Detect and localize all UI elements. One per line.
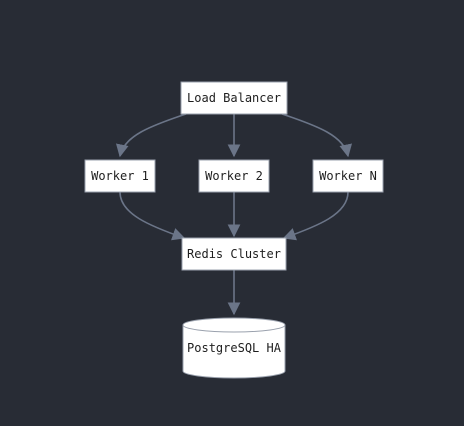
edge-wn-redis [282, 191, 349, 241]
node-box [198, 159, 270, 193]
node-box [180, 81, 288, 115]
node-label: Load Balancer [187, 91, 281, 105]
node-box [312, 159, 384, 193]
node-box [84, 159, 156, 193]
edge-lb-wn [281, 113, 353, 158]
node-worker-2: Worker 2 [198, 159, 270, 193]
node-box [181, 237, 287, 271]
edge-w1-redis [119, 191, 186, 241]
node-redis-cluster: Redis Cluster [181, 237, 287, 271]
node-label: PostgreSQL HA [187, 341, 282, 355]
node-load-balancer: Load Balancer [180, 81, 288, 115]
node-label: Worker N [319, 169, 377, 183]
edge-lb-w1 [115, 113, 187, 158]
node-postgresql-ha: PostgreSQL HA [182, 317, 286, 379]
node-worker-n: Worker N [312, 159, 384, 193]
node-label: Redis Cluster [187, 247, 281, 261]
node-label: Worker 1 [91, 169, 149, 183]
node-label: Worker 2 [205, 169, 263, 183]
node-worker-1: Worker 1 [84, 159, 156, 193]
cylinder-top-rim [182, 324, 286, 333]
database-cylinder-icon [182, 317, 286, 379]
edges [115, 113, 353, 316]
